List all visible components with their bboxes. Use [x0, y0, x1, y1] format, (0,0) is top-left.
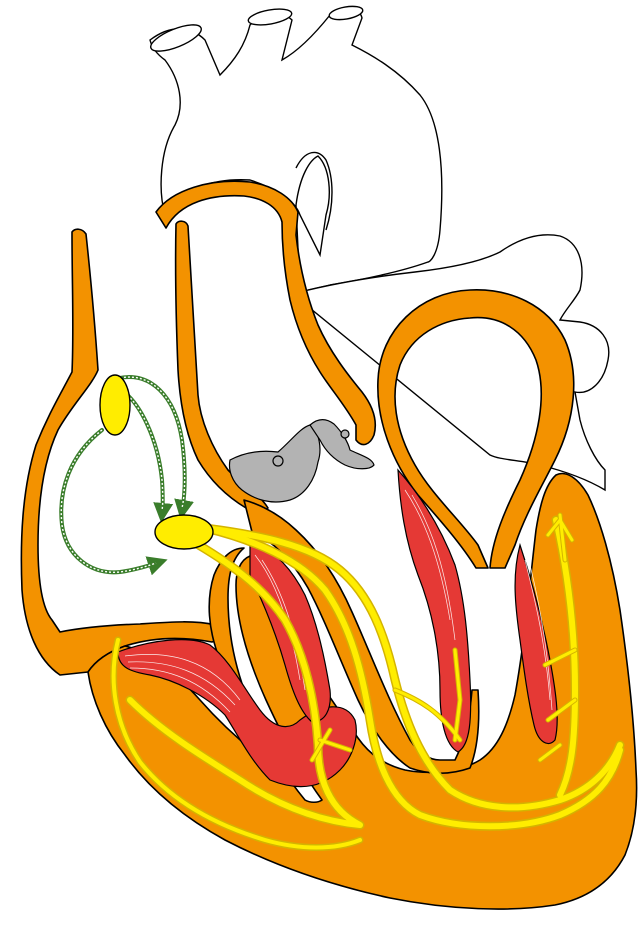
av-node — [155, 515, 213, 549]
valves — [230, 420, 375, 502]
internodal-path-posterior — [61, 430, 160, 572]
valve-nodule-1 — [273, 456, 283, 466]
sa-node — [100, 375, 130, 435]
valve-nodule-2 — [341, 430, 349, 438]
